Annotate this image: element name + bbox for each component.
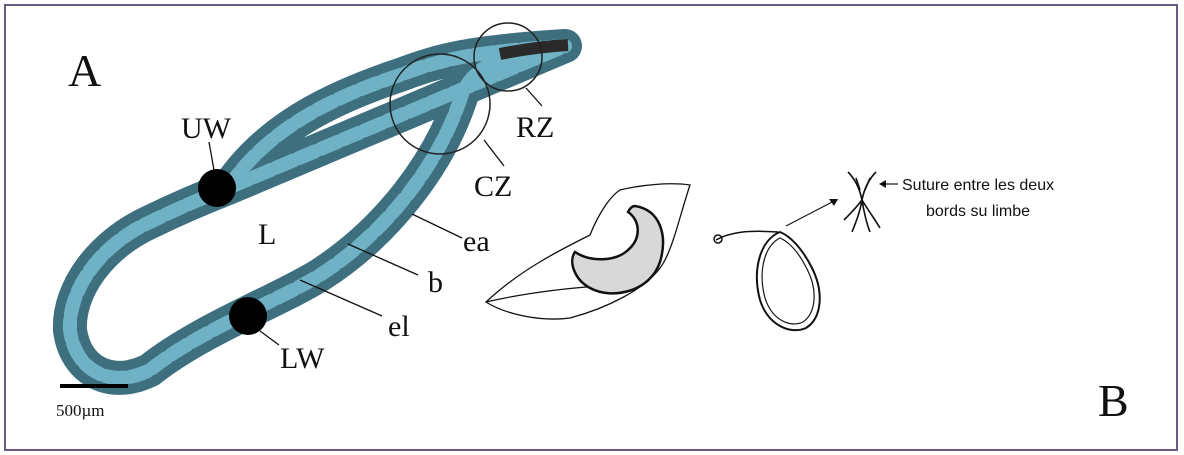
label-uw: UW — [181, 112, 232, 145]
uw-dot — [198, 169, 236, 207]
label-lumen: L — [258, 218, 276, 251]
folded-leaf-midrib — [486, 286, 600, 302]
label-rz: RZ — [516, 111, 554, 144]
lw-leader — [260, 331, 279, 345]
cz-leader — [484, 140, 504, 166]
uw-leader — [209, 142, 214, 170]
suture-detail — [844, 172, 880, 232]
leaf-tissue-outer — [70, 46, 565, 378]
suture-arrowhead — [879, 180, 886, 188]
folded-leaf-crescent — [572, 206, 663, 293]
scale-bar-label: 500µm — [56, 401, 105, 420]
suture-annotation-line1: Suture entre les deux — [902, 177, 1054, 194]
label-cz: CZ — [474, 170, 512, 203]
panel-b: Suture entre les deux bords su limbe B — [486, 172, 1129, 426]
panel-a-letter: A — [68, 45, 101, 96]
label-ea: ea — [463, 225, 490, 258]
lw-dot — [229, 297, 267, 335]
suture-annotation-line2: bords su limbe — [926, 203, 1030, 220]
panel-b-letter: B — [1098, 375, 1129, 426]
label-b: b — [428, 266, 443, 299]
label-lw: LW — [280, 342, 325, 375]
pointer-arrow — [786, 200, 836, 226]
ea-leader — [412, 214, 462, 238]
panel-a: A UW LW L RZ CZ ea b el 500µm — [56, 23, 568, 420]
rz-leader — [526, 88, 542, 106]
rolled-leaf-loop-inner — [762, 238, 814, 324]
rolled-leaf-loop — [757, 232, 820, 330]
label-el: el — [388, 310, 410, 343]
